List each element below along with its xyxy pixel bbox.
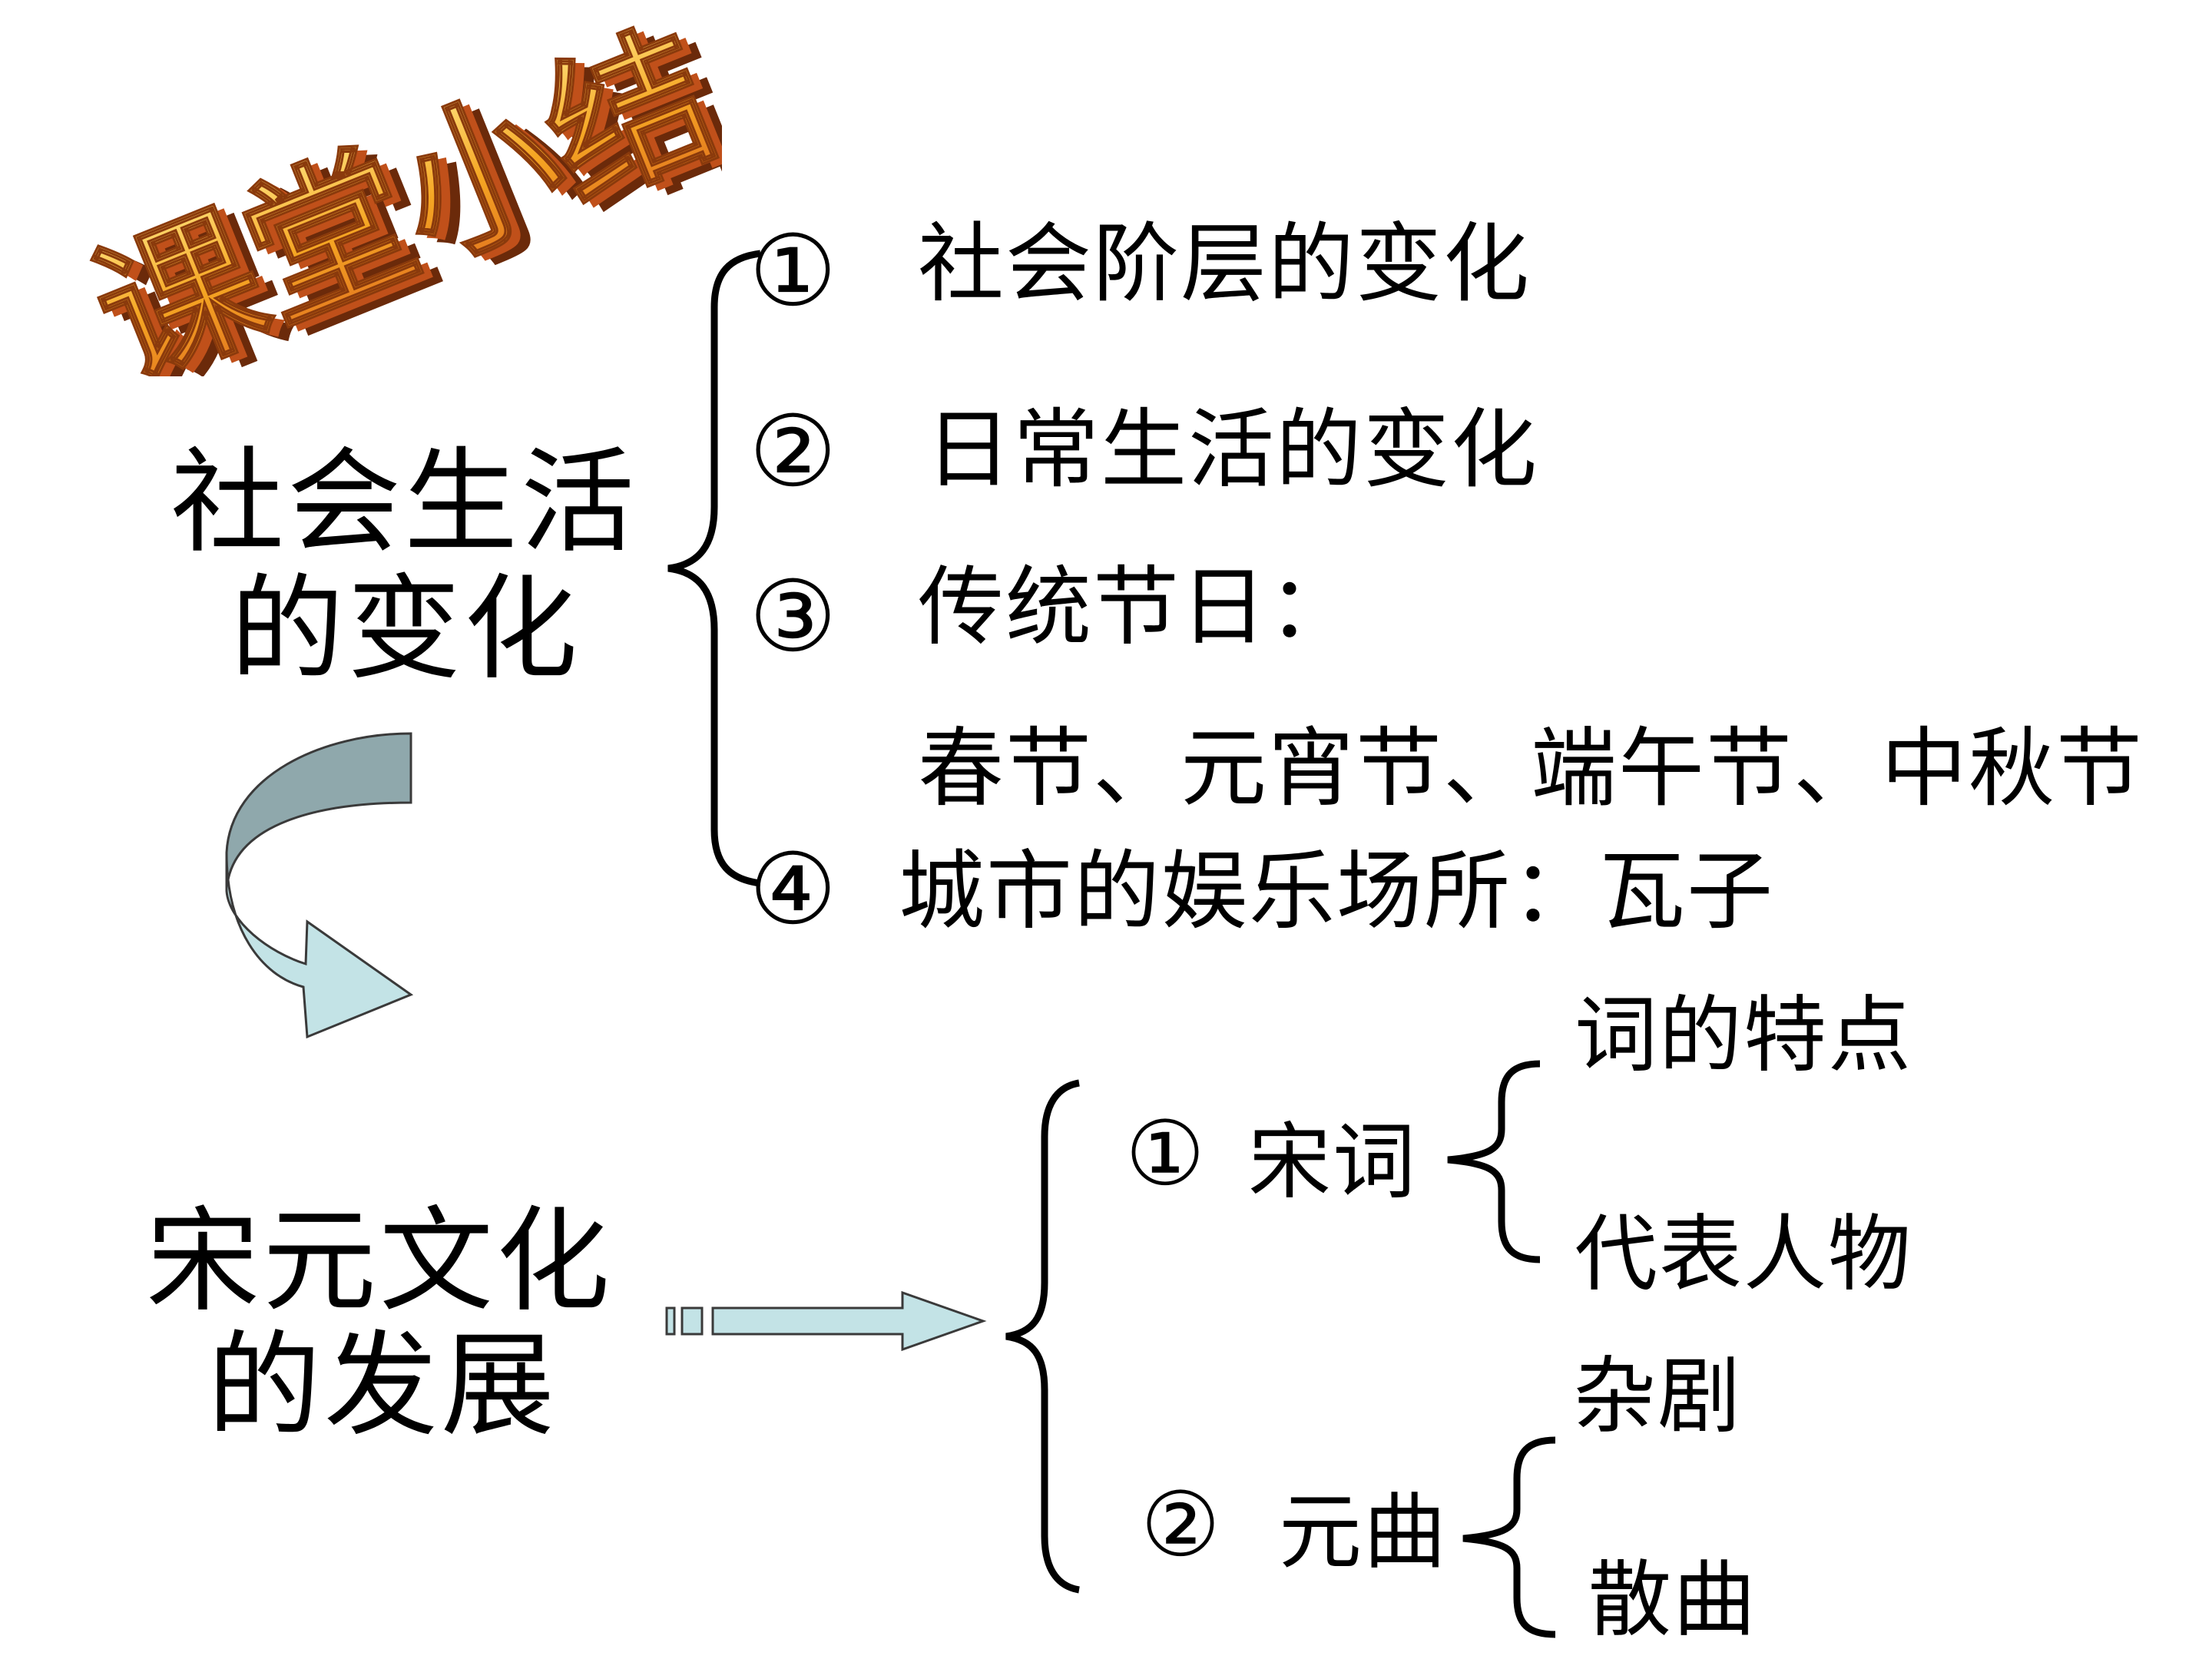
item3-text: 传统节日： bbox=[918, 558, 1356, 657]
brace-songci bbox=[1447, 1060, 1541, 1263]
branch1-number: ① bbox=[1125, 1102, 1205, 1206]
branch2-leaf1: 杂剧 bbox=[1573, 1349, 1743, 1445]
branch1-label: 宋词 bbox=[1248, 1114, 1418, 1210]
item2-number: ② bbox=[749, 395, 837, 509]
section1-heading-line1: 社会生活 bbox=[171, 436, 637, 568]
section1-heading-line2: 的变化 bbox=[230, 563, 581, 695]
curved-down-arrow bbox=[225, 732, 414, 1039]
item1-number: ① bbox=[749, 214, 837, 329]
item2-text: 日常生活的变化 bbox=[926, 400, 1538, 500]
branch1-leaf1: 词的特点 bbox=[1575, 988, 1913, 1084]
branch2-leaf2: 散曲 bbox=[1588, 1552, 1758, 1648]
branch2-number: ② bbox=[1141, 1473, 1220, 1577]
item4-number: ④ bbox=[749, 833, 837, 947]
festivals-list: 春节、元宵节、端午节、中秋节 bbox=[918, 719, 2144, 819]
item1-text: 社会阶层的变化 bbox=[918, 214, 1531, 314]
item4-text: 城市的娱乐场所：瓦子 bbox=[899, 842, 1774, 942]
brace-section2 bbox=[1005, 1079, 1080, 1594]
item3-number: ③ bbox=[749, 560, 837, 674]
right-arrow bbox=[665, 1290, 987, 1352]
section2-heading-line1: 宋元文化 bbox=[146, 1195, 613, 1327]
title-wordart: 课堂小结 课堂小结 课堂小结 bbox=[70, 23, 722, 376]
brace-yuanqu bbox=[1462, 1436, 1556, 1638]
branch2-label: 元曲 bbox=[1279, 1485, 1449, 1581]
section2-heading-line2: 的发展 bbox=[207, 1320, 558, 1452]
branch1-leaf2: 代表人物 bbox=[1575, 1207, 1913, 1303]
brace-section1 bbox=[667, 250, 761, 887]
